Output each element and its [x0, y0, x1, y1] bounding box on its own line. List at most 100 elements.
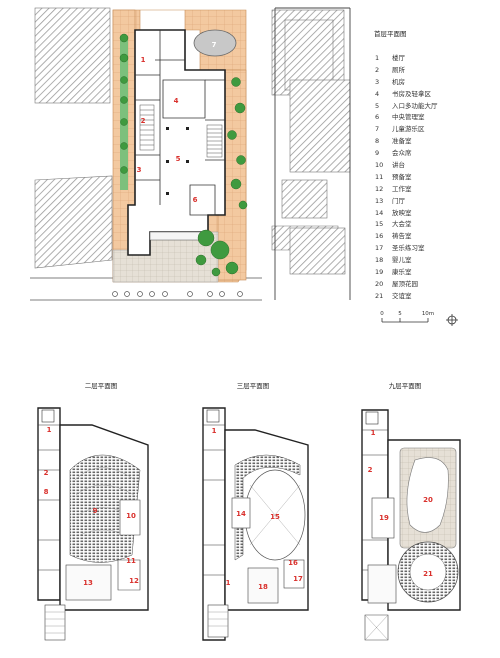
legend-number: 13	[375, 196, 384, 205]
plan2-label: 11	[126, 557, 136, 565]
ground-label: 5	[176, 155, 181, 163]
ground-label: 1	[141, 56, 146, 64]
ground-label: 3	[137, 166, 142, 174]
roof-garden-path	[406, 457, 449, 533]
legend-number: 16	[375, 232, 384, 241]
legend-label: 儿童游乐区	[392, 125, 425, 134]
legend-label: 机房	[392, 77, 405, 86]
legend-label: 讲台	[392, 161, 405, 170]
ground-label: 2	[141, 117, 146, 125]
plan9-label: 1	[371, 429, 376, 437]
legend-item: 20 屋顶花园	[375, 279, 495, 291]
neighbor-building	[281, 179, 328, 219]
legend-number: 14	[375, 208, 384, 217]
legend-number: 8	[375, 137, 380, 146]
legend-item: 17 圣乐练习室	[375, 243, 495, 255]
ground-label: 6	[193, 196, 198, 204]
scale-tick: 5	[398, 311, 402, 317]
plan-title: 三层平面图	[237, 382, 270, 390]
plan3-label: 1	[226, 579, 231, 587]
plan3-label: 16	[288, 559, 298, 567]
columns	[166, 127, 189, 195]
ground-floor-plan: 1 2 3 4 5 6 7	[30, 7, 351, 301]
plan3-label: 15	[270, 513, 280, 521]
scale-tick: 10m	[422, 311, 434, 317]
legend-number: 15	[375, 220, 384, 229]
plan2-label: 9	[93, 507, 98, 515]
plan2-label: 13	[83, 579, 93, 587]
plan2-label: 12	[129, 577, 139, 585]
legend-number: 18	[375, 256, 384, 265]
legend-number: 17	[375, 244, 384, 253]
legend-label: 厕所	[392, 65, 405, 74]
legend-item: 13 门厅	[375, 196, 495, 208]
plan2-label: 1	[47, 426, 52, 434]
legend-label: 入口多功能大厅	[392, 101, 438, 110]
legend-label: 准备室	[392, 137, 412, 146]
planter-strip	[120, 40, 128, 190]
legend-number: 11	[375, 172, 384, 181]
legend-number: 5	[375, 101, 380, 110]
legend-item: 5 入口多功能大厅	[375, 101, 495, 113]
legend-number: 12	[375, 184, 384, 193]
legend-label: 圣乐练习室	[392, 244, 425, 253]
ninth-floor-plan: 九层平面图 1 2 19 20 21	[361, 381, 461, 641]
neighbor-building	[289, 227, 346, 275]
plan2-label: 8	[44, 488, 49, 496]
legend-number: 7	[375, 125, 380, 134]
legend-label: 工作室	[392, 184, 412, 193]
legend-label: 交谊室	[392, 291, 412, 300]
plan9-label: 2	[368, 466, 373, 474]
legend-item: 14 放映室	[375, 208, 495, 220]
plan-title: 九层平面图	[389, 381, 422, 390]
legend-item: 11 预备室	[375, 172, 495, 184]
legend-label: 祷告室	[392, 232, 412, 241]
site-boundary	[274, 7, 351, 300]
plan3-label: 17	[293, 575, 303, 583]
tree-group	[119, 33, 248, 277]
legend-label: 会众席	[392, 149, 412, 158]
neighbor-building	[34, 7, 111, 104]
plan3-label: 1	[212, 427, 217, 435]
legend-label: 放映室	[392, 208, 412, 217]
legend-label: 门厅	[392, 196, 405, 205]
legend-label: 中央管理室	[392, 113, 425, 122]
legend-number: 2	[375, 65, 380, 74]
neighbor-building	[34, 175, 113, 269]
plan-title: 二层平面图	[85, 382, 118, 390]
scale-bar: 0 5 10m	[380, 311, 434, 323]
legend-number: 20	[375, 279, 384, 288]
ground-label: 7	[212, 41, 217, 49]
legend-label: 预备室	[392, 172, 412, 181]
interior-walls	[135, 30, 225, 216]
legend-label: 大会堂	[392, 220, 412, 229]
plan2-label: 10	[126, 512, 136, 520]
plan2-label: 2	[44, 469, 49, 477]
legend-item: 8 准备室	[375, 136, 495, 148]
plan-title: 首层平面图	[374, 29, 407, 38]
plan3-label: 18	[258, 583, 268, 591]
neighbor-building	[289, 79, 351, 173]
bollard-row	[112, 291, 243, 297]
legend-number: 6	[375, 113, 380, 122]
neighbor-building	[284, 19, 334, 91]
plan9-label: 20	[423, 496, 433, 504]
legend-item: 7 儿童游乐区	[375, 124, 495, 136]
plan9-label: 19	[379, 514, 389, 522]
north-arrow-icon	[446, 314, 458, 326]
legend-number: 21	[375, 291, 384, 300]
play-area-oval	[193, 29, 237, 57]
legend-item: 2 厕所	[375, 65, 495, 77]
legend-item: 16 祷告室	[375, 231, 495, 243]
legend-label: 屋顶花园	[392, 279, 418, 288]
plan9-label: 21	[423, 570, 433, 578]
legend-label: 康乐室	[392, 268, 412, 277]
ground-label: 4	[174, 97, 179, 105]
legend-number: 1	[375, 54, 380, 62]
